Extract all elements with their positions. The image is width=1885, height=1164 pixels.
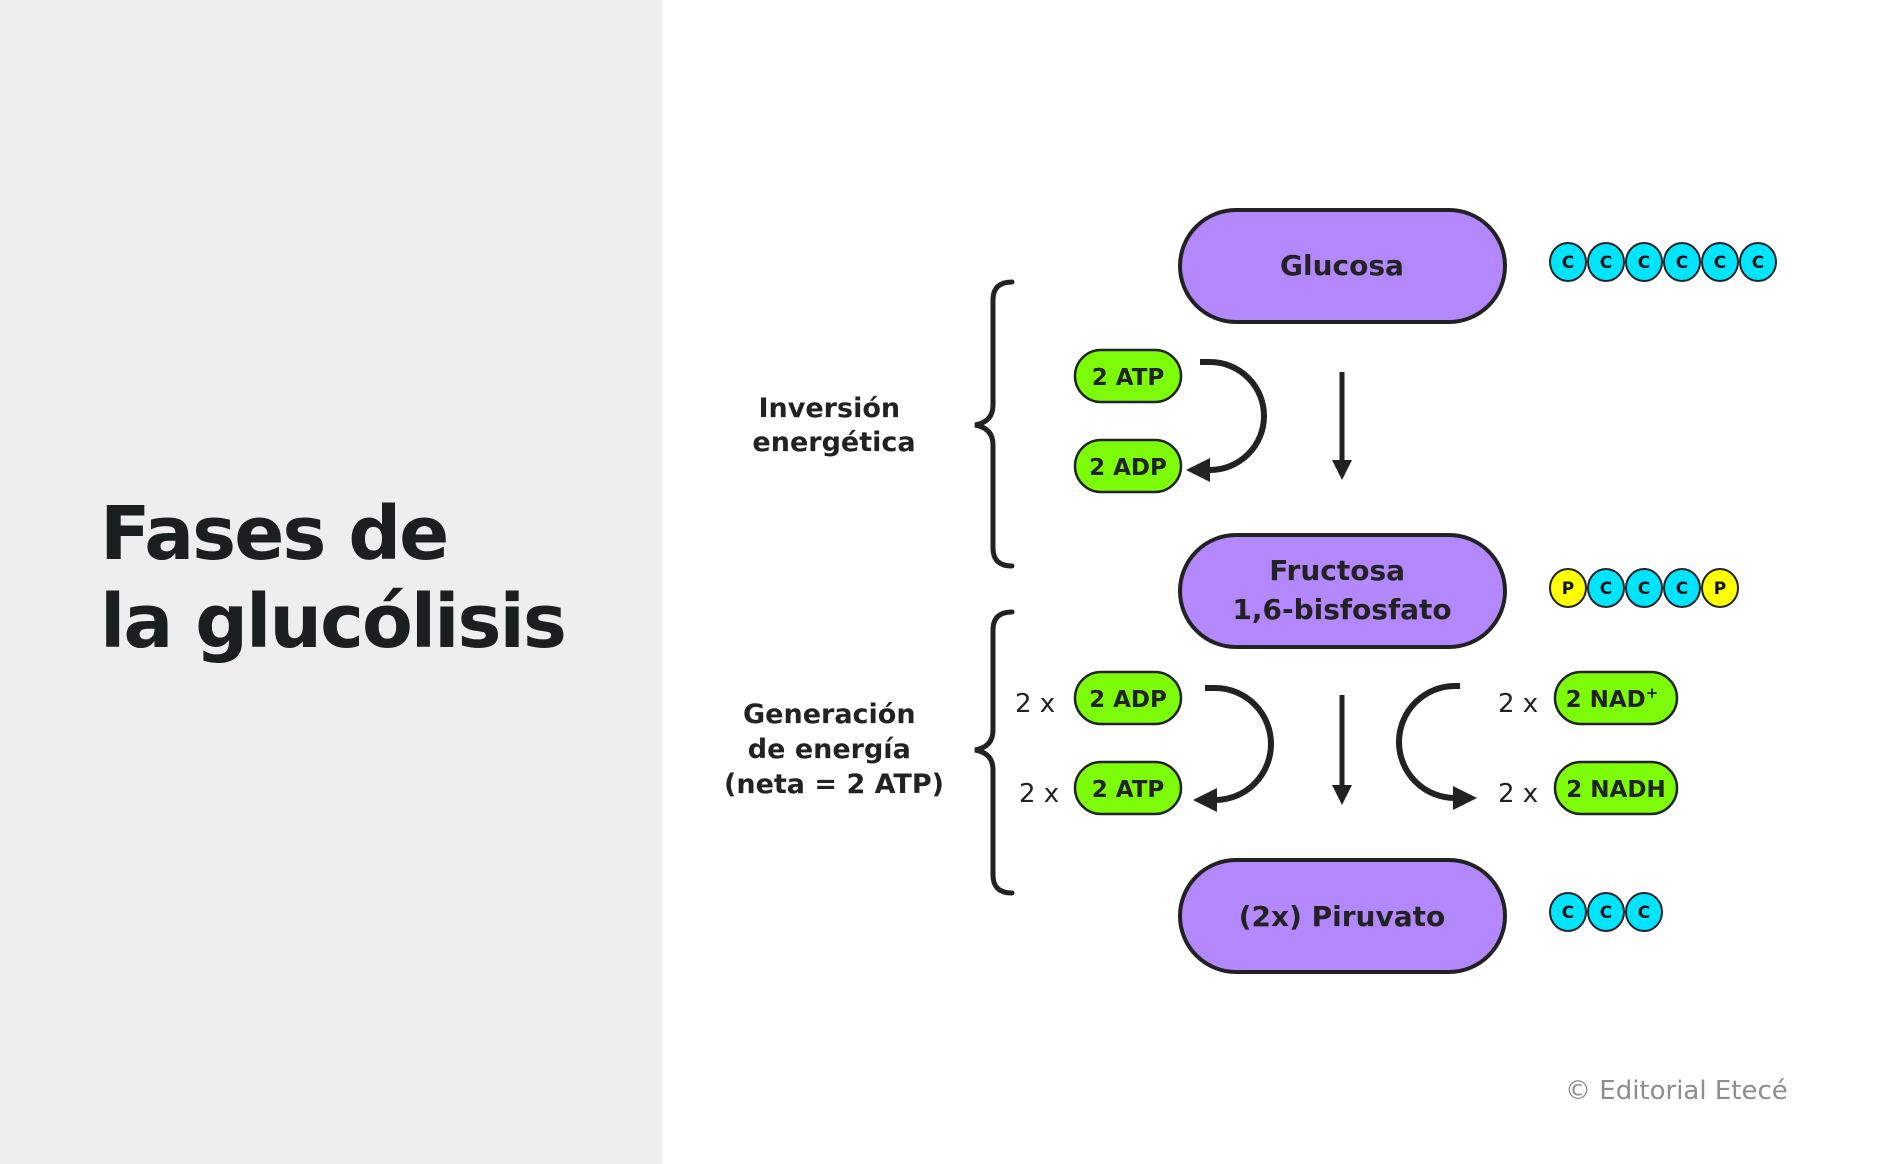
copyright-credit: © Editorial Etecé [1565, 1076, 1788, 1106]
carbon-atom [1739, 242, 1777, 282]
atom-label: C [1562, 253, 1574, 273]
multiplier-nad: 2 x [1498, 689, 1538, 719]
bracket-generacion [974, 609, 1015, 896]
atom-label: C [1676, 579, 1688, 599]
title-line-2: la glucólisis [100, 579, 567, 665]
atom-label: C [1752, 253, 1764, 273]
atom-label: C [1638, 579, 1650, 599]
carbon-atom [1587, 568, 1625, 608]
atom-label: C [1676, 253, 1688, 273]
svg-text:2 ADP: 2 ADP [1089, 455, 1167, 481]
atom-label: C [1600, 903, 1612, 923]
atom-label: P [1562, 579, 1574, 599]
curved-arrow-phase1 [1186, 359, 1267, 482]
carbon-atom [1663, 242, 1701, 282]
title-panel [0, 0, 662, 1164]
energy-nad-in: 2 NAD+ [1553, 670, 1679, 726]
bracket-inversion [974, 279, 1015, 569]
atom-label: C [1600, 253, 1612, 273]
molecule-glucosa: Glucosa [1178, 208, 1507, 324]
atom-label: C [1600, 579, 1612, 599]
energy-atp-in-1: 2 ATP [1073, 348, 1183, 404]
curved-arrow-phase2-left [1193, 685, 1274, 812]
page-title: Fases de la glucólisis [100, 490, 567, 666]
curved-arrow-phase2-right [1396, 683, 1477, 810]
energy-adp-out-1: 2 ADP [1073, 438, 1183, 494]
atom-label: C [1714, 253, 1726, 273]
multiplier-atp: 2 x [1019, 779, 1059, 809]
multiplier-nadh: 2 x [1498, 779, 1538, 809]
carbon-atom [1549, 892, 1587, 932]
carbon-atom [1625, 568, 1663, 608]
carbon-atom [1587, 892, 1625, 932]
phase-label-generacion: Generación de energía (neta = 2 ATP) [724, 699, 944, 800]
multiplier-adp: 2 x [1015, 689, 1055, 719]
svg-text:Fructosa 1,6-bisfosfato: Fructosa 1,6-bisfosfato [1232, 554, 1451, 626]
carbon-atom [1663, 568, 1701, 608]
energy-atp-out-2: 2 ATP [1073, 760, 1183, 816]
phosphate-atom [1701, 568, 1739, 608]
phase-label-inversion: Inversión energética [752, 393, 915, 458]
svg-text:(2x) Piruvato: (2x) Piruvato [1239, 900, 1446, 933]
svg-text:2 ADP: 2 ADP [1089, 687, 1167, 713]
svg-text:Glucosa: Glucosa [1280, 249, 1404, 282]
carbon-atom [1625, 892, 1663, 932]
energy-nadh-out: 2 NADH [1553, 760, 1679, 816]
atom-label: C [1638, 253, 1650, 273]
svg-text:2 NADH: 2 NADH [1566, 777, 1665, 803]
carbon-atom [1701, 242, 1739, 282]
atom-label: P [1714, 579, 1726, 599]
svg-text:2 ATP: 2 ATP [1092, 777, 1165, 803]
energy-adp-in-2: 2 ADP [1073, 670, 1183, 726]
title-line-1: Fases de [100, 491, 449, 577]
atom-label: C [1638, 903, 1650, 923]
carbon-atom [1549, 242, 1587, 282]
molecule-piruvato: (2x) Piruvato [1178, 858, 1507, 974]
molecule-fructosa: Fructosa 1,6-bisfosfato [1178, 533, 1507, 649]
phosphate-atom [1549, 568, 1587, 608]
svg-text:2 NAD+: 2 NAD+ [1566, 684, 1659, 713]
svg-text:2 ATP: 2 ATP [1092, 365, 1165, 391]
atom-label: C [1562, 903, 1574, 923]
carbon-atom [1625, 242, 1663, 282]
carbon-atom [1587, 242, 1625, 282]
